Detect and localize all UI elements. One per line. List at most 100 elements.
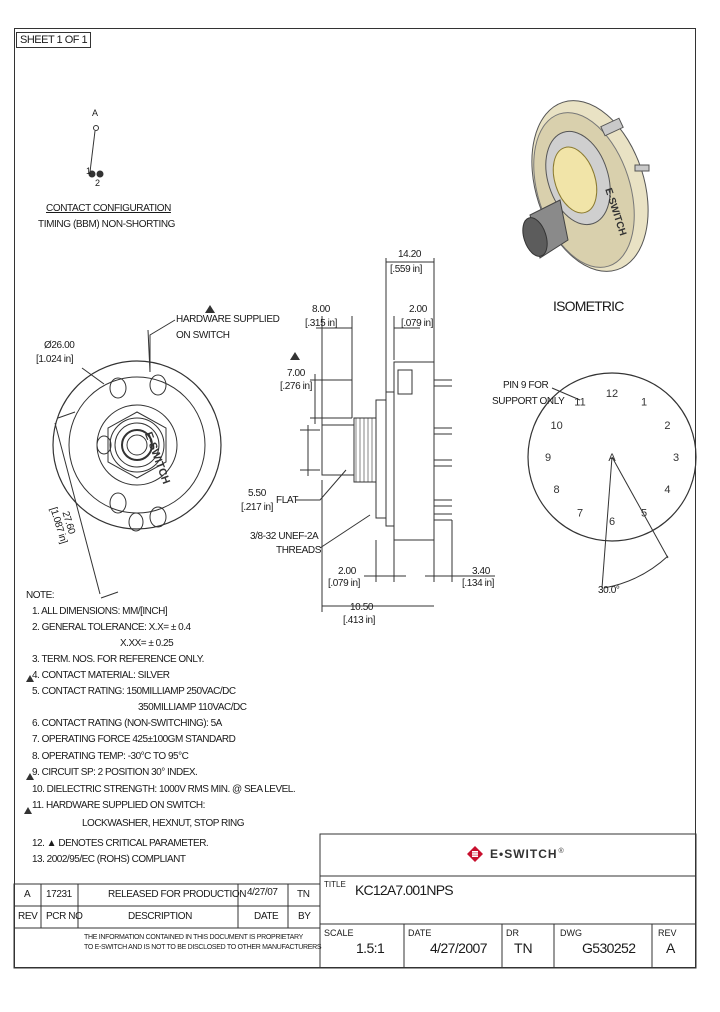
rear-pin-label: 10	[550, 420, 562, 432]
note-item: 12. ▲ DENOTES CRITICAL PARAMETER.	[32, 838, 209, 849]
note-item: X.XX= ± 0.25	[120, 638, 174, 649]
scale-label: SCALE	[324, 928, 354, 938]
note-item: 350MILLIAMP 110VAC/DC	[138, 702, 247, 713]
rear-pin-label: 6	[609, 516, 615, 528]
dim-200-top-in: [.079 in]	[401, 318, 433, 329]
title-label: TITLE	[324, 880, 346, 889]
eswitch-logo: E•SWITCH ®	[466, 845, 564, 863]
dim-800-mm: 8.00	[312, 304, 330, 315]
sheet-label: SHEET 1 OF 1	[16, 32, 92, 48]
rear-wafer	[527, 372, 697, 542]
note-item: 11. HARDWARE SUPPLIED ON SWITCH:	[32, 800, 205, 811]
note-item: 10. DIELECTRIC STRENGTH: 1000V RMS MIN. …	[32, 784, 296, 795]
rear-pin-label: A	[608, 452, 616, 464]
rev-row-rev: A	[24, 889, 31, 900]
dim-1050-in: [.413 in]	[343, 615, 375, 626]
note-item: 4. CONTACT MATERIAL: SILVER	[32, 670, 170, 681]
rear-pin-label: 8	[554, 484, 560, 496]
dim-800-in: [.315 in]	[305, 318, 337, 329]
note-item: 3. TERM. NOS. FOR REFERENCE ONLY.	[32, 654, 204, 665]
note-item: LOCKWASHER, HEXNUT, STOP RING	[82, 818, 245, 829]
rear-pin-label: 2	[664, 420, 670, 432]
title-block-grid	[13, 833, 697, 969]
rear-view	[527, 372, 697, 589]
rev-header-desc: DESCRIPTION	[128, 911, 192, 922]
rear-pin-label: 1	[641, 397, 647, 409]
dim-200-top-mm: 2.00	[409, 304, 427, 315]
dim-340-in: [.134 in]	[462, 578, 494, 589]
pin9-line1: PIN 9 FOR	[503, 380, 549, 391]
dim-200-bot-in: [.079 in]	[328, 578, 360, 589]
rear-angle: 30.0°	[598, 585, 620, 596]
rear-pin-label: 9	[545, 452, 551, 464]
front-dia-mm: Ø26.00	[44, 340, 75, 351]
contact-config-title: CONTACT CONFIGURATION	[46, 203, 171, 214]
dim-1420-in: [.559 in]	[390, 264, 422, 275]
eswitch-logo-tm: ®	[558, 847, 564, 855]
pin9-line2: SUPPORT ONLY	[492, 396, 565, 407]
rev-row-pcr: 17231	[46, 889, 72, 900]
note-item: 6. CONTACT RATING (NON-SWITCHING): 5A	[32, 718, 222, 729]
flat-label: FLAT	[276, 495, 299, 506]
eswitch-logo-icon	[467, 846, 483, 862]
dwg-value: G530252	[582, 940, 636, 956]
notes-header: NOTE:	[26, 590, 55, 601]
contact-label-a: A	[92, 108, 98, 118]
dim-340-mm: 3.40	[472, 566, 490, 577]
rev-row-date: 4/27/07	[247, 887, 278, 898]
contact-label-2: 2	[95, 178, 100, 188]
dim-700-mm: 7.00	[287, 368, 305, 379]
rear-pin-label: 5	[641, 507, 647, 519]
dim-550-in: [.217 in]	[241, 502, 273, 513]
dim-550-mm: 5.50	[248, 488, 266, 499]
front-wafer	[68, 376, 206, 514]
bushing	[353, 417, 377, 483]
rev-header-by: BY	[298, 911, 311, 922]
proprietary-line2: TO E-SWITCH AND IS NOT TO BE DISCLOSED T…	[84, 944, 322, 951]
hardware-note-line1: HARDWARE SUPPLIED	[176, 314, 280, 325]
date-value: 4/27/2007	[430, 940, 487, 956]
thread-line2: THREADS	[276, 545, 321, 556]
dim-1050-mm: 10.50	[350, 602, 374, 613]
note-item: 13. 2002/95/EC (ROHS) COMPLIANT	[32, 854, 186, 865]
title-value: KC12A7.001NPS	[355, 882, 454, 898]
note-item: 9. CIRCUIT SP: 2 POSITION 30° INDEX.	[32, 767, 198, 778]
side-view	[296, 258, 495, 612]
rear-pin-label: 3	[673, 452, 679, 464]
dr-label: DR	[506, 928, 519, 938]
dr-value: TN	[514, 940, 533, 956]
shaft	[321, 424, 355, 476]
dim-200-bot-mm: 2.00	[338, 566, 356, 577]
rev-value: A	[666, 940, 676, 956]
rev-header-rev: REV	[18, 911, 38, 922]
isometric-render	[522, 100, 650, 272]
contact-config-subtitle: TIMING (BBM) NON-SHORTING	[38, 219, 176, 230]
rev-row-by: TN	[297, 889, 310, 900]
rev-header-pcr: PCR NO	[46, 911, 83, 922]
date-label: DATE	[408, 928, 432, 938]
rear-pin-label: 4	[664, 484, 670, 496]
scale-value: 1.5:1	[356, 940, 385, 956]
dim-1420-mm: 14.20	[398, 249, 422, 260]
hexnut	[107, 411, 167, 479]
contact-config-schematic	[88, 125, 104, 178]
dim-700-in: [.276 in]	[280, 381, 312, 392]
isometric-label: ISOMETRIC	[553, 298, 624, 314]
front-brand-text: E-SWITCH	[142, 430, 172, 485]
front-dia-in: [1.024 in]	[36, 354, 74, 365]
rev-row-desc: RELEASED FOR PRODUCTION	[108, 889, 247, 900]
note-item: 8. OPERATING TEMP: -30°C TO 95°C	[32, 751, 189, 762]
proprietary-line1: THE INFORMATION CONTAINED IN THIS DOCUME…	[84, 934, 303, 941]
note-item: 7. OPERATING FORCE 425±100GM STANDARD	[32, 734, 236, 745]
rear-pin-label: 7	[577, 507, 583, 519]
eswitch-logo-text: E•SWITCH	[490, 847, 558, 861]
rev-header-date: DATE	[254, 911, 279, 922]
hardware-note-line2: ON SWITCH	[176, 330, 230, 341]
front-view	[52, 319, 222, 599]
contact-label-1: 1	[86, 166, 91, 176]
rear-pin-label: 11	[574, 397, 585, 409]
note-item: 1. ALL DIMENSIONS: MM/[INCH]	[32, 606, 168, 617]
rev-label: REV	[658, 928, 677, 938]
